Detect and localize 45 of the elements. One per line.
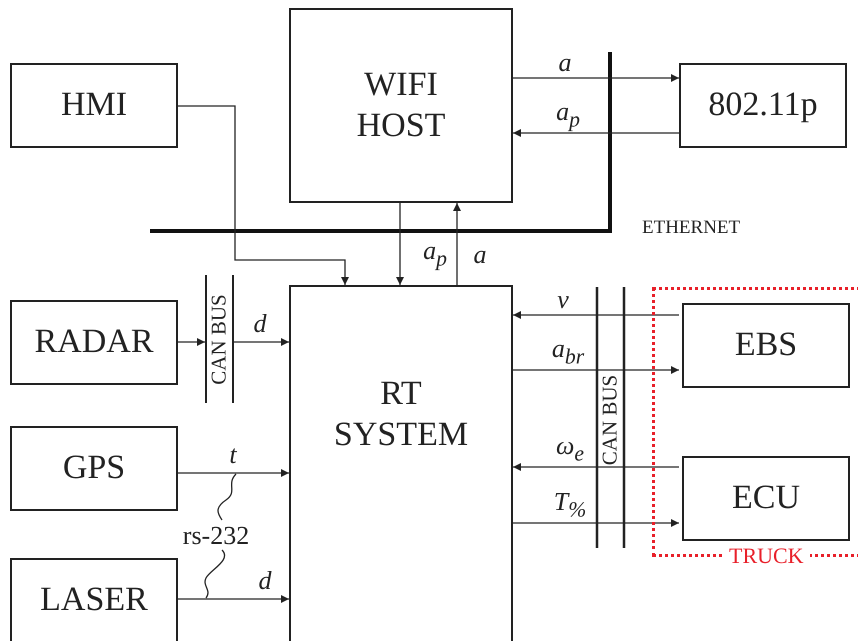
edge-label: d: [254, 311, 266, 337]
arrow: [178, 105, 349, 285]
edge-label: d: [258, 568, 272, 594]
box-label: WIFI HOST: [356, 64, 446, 146]
box-label: RT SYSTEM: [332, 374, 470, 455]
arrow: [396, 203, 404, 285]
edge-label: a: [558, 50, 572, 76]
arrow: [513, 519, 679, 527]
arrow: [513, 463, 679, 471]
component-box: [10, 63, 178, 148]
system-box: [289, 285, 513, 641]
component-box: [10, 426, 178, 511]
bus-label: ETHERNET: [642, 218, 740, 237]
arrow: [513, 366, 679, 374]
component-box: [10, 558, 178, 641]
box-label: HMI: [60, 85, 128, 126]
edge-label: a$_{br}$: [552, 336, 584, 368]
arrow: [234, 338, 289, 346]
edge-label: v: [557, 287, 569, 313]
edge-label: a: [474, 242, 486, 268]
edge-label: ω$_{e}$: [556, 433, 584, 465]
arrow: [513, 74, 679, 82]
component-box: [682, 303, 850, 388]
arrow: [453, 203, 461, 285]
arrow: [178, 595, 289, 603]
edge-label: a$_{p}$: [556, 99, 580, 131]
component-box: [682, 456, 850, 541]
arrow: [178, 338, 205, 346]
edge-label: T$_{%}$: [554, 489, 586, 521]
box-label: LASER: [40, 580, 148, 620]
component-box: [10, 300, 178, 385]
box-label: GPS: [62, 448, 126, 488]
component-box: [289, 8, 513, 203]
can-bus-bar: [205, 275, 234, 403]
arrow: [513, 129, 679, 137]
box-label: RADAR: [34, 322, 154, 362]
box-label: 802.11p: [708, 85, 818, 126]
component-box: [679, 63, 847, 148]
edge-label: t: [229, 442, 237, 468]
bus-label: CAN BUS: [207, 294, 232, 384]
arrow: [513, 311, 679, 319]
box-label: ECU: [732, 478, 800, 518]
edge-label: a$_{p}$: [423, 238, 447, 270]
arrow: [178, 469, 289, 477]
box-label: EBS: [734, 325, 798, 366]
